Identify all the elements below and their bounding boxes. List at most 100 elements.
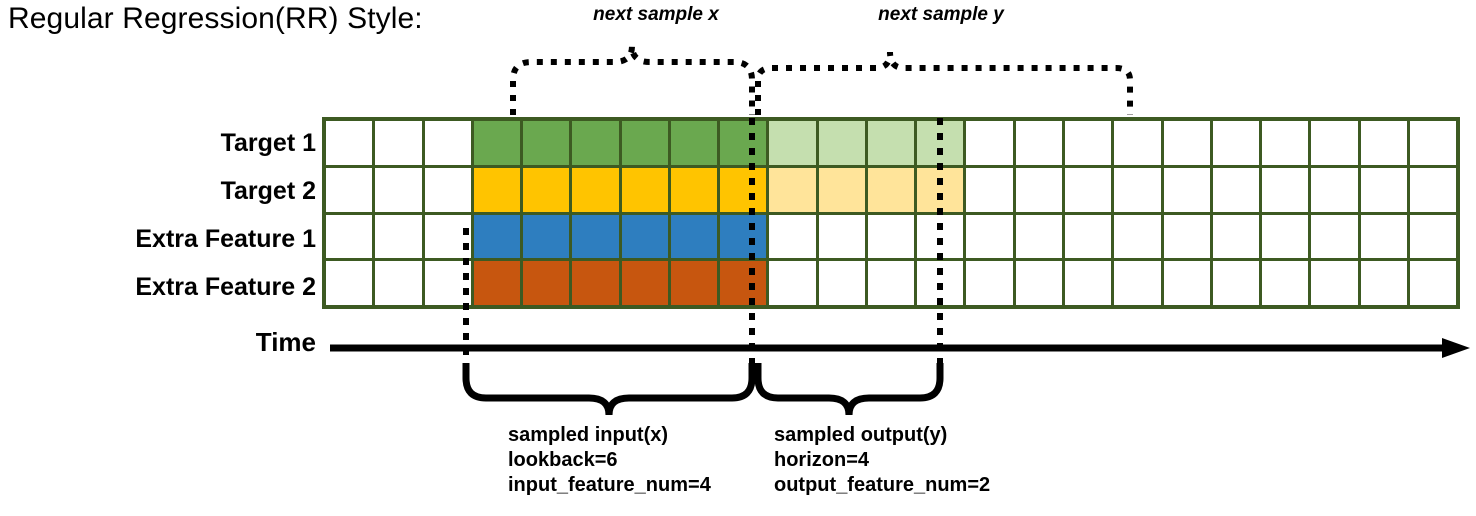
grid-cell-empty	[1015, 261, 1062, 305]
grid-cell-empty	[1015, 167, 1062, 212]
row-label-column: Target 1 Target 2 Extra Feature 1 Extra …	[0, 0, 316, 516]
grid-cell-input	[572, 121, 619, 165]
grid-cell-empty	[1064, 121, 1112, 165]
grid-cell-input	[523, 167, 570, 212]
grid-cell-empty	[424, 214, 471, 259]
grid-cell-input	[621, 121, 668, 165]
grid-cell-empty	[1409, 167, 1457, 212]
grid-cell-empty	[1311, 167, 1358, 212]
grid-cell-input	[670, 261, 718, 305]
page-title: Regular Regression(RR) Style:	[8, 2, 423, 35]
grid-cell-input	[720, 167, 767, 212]
grid-cell-output	[769, 121, 816, 165]
grid-cell-input	[473, 214, 521, 259]
sampled-input-line-2: lookback=6	[508, 449, 618, 471]
grid-cell-input	[473, 121, 521, 165]
grid-cell-empty	[966, 121, 1013, 165]
grid-cell-empty	[1262, 214, 1309, 259]
grid-cell-output	[769, 167, 816, 212]
sampled-input-annotation: sampled input(x) lookback=6 input_featur…	[508, 423, 711, 498]
grid-cell-empty	[966, 214, 1013, 259]
grid-cell-empty	[1064, 261, 1112, 305]
grid-cell-empty	[375, 214, 422, 259]
grid-cell-empty	[1114, 121, 1161, 165]
time-axis-label: Time	[255, 327, 316, 357]
grid-cell-empty	[867, 214, 915, 259]
grid-cell-empty	[966, 261, 1013, 305]
grid-cell-input	[572, 167, 619, 212]
grid-cell-empty	[424, 261, 471, 305]
grid-cell-input	[720, 214, 767, 259]
grid-cell-input	[621, 167, 668, 212]
grid-cell-input	[670, 167, 718, 212]
grid-row	[326, 167, 1457, 212]
grid-cell-empty	[769, 261, 816, 305]
grid-cell-output	[917, 167, 964, 212]
grid-cell-empty	[1409, 261, 1457, 305]
sampled-input-line-1: sampled input(x)	[508, 424, 669, 446]
sampled-output-line-1: sampled output(y)	[774, 424, 948, 446]
timeseries-grid	[322, 117, 1460, 309]
grid-cell-output	[917, 121, 964, 165]
grid-cell-empty	[375, 121, 422, 165]
grid-cell-input	[572, 214, 619, 259]
grid-cell-empty	[1262, 261, 1309, 305]
grid-cell-input	[621, 261, 668, 305]
grid-cell-input	[473, 261, 521, 305]
sampled-output-line-3: output_feature_num=2	[774, 474, 991, 496]
grid-cell-empty	[424, 121, 471, 165]
grid-cell-empty	[867, 261, 915, 305]
grid-cell-empty	[1360, 214, 1407, 259]
grid-cell-output	[867, 167, 915, 212]
grid-cell-empty	[1409, 121, 1457, 165]
grid-cell-empty	[1311, 121, 1358, 165]
grid-cell-empty	[1114, 167, 1161, 212]
grid-cell-output	[818, 121, 865, 165]
grid-cell-empty	[1311, 214, 1358, 259]
sampled-input-line-3: input_feature_num=4	[508, 474, 711, 496]
grid-cell-empty	[1163, 167, 1210, 212]
grid-cell-input	[670, 214, 718, 259]
grid-cell-empty	[769, 214, 816, 259]
grid-cell-input	[720, 121, 767, 165]
grid-cell-empty	[1015, 214, 1062, 259]
grid-cell-empty	[1114, 214, 1161, 259]
row-label-target-1: Target 1	[220, 129, 316, 157]
row-label-target-2: Target 2	[220, 177, 316, 205]
grid-cell-empty	[424, 167, 471, 212]
grid-cell-empty	[375, 167, 422, 212]
grid-cell-empty	[818, 214, 865, 259]
grid-cell-empty	[326, 121, 373, 165]
grid-cell-empty	[1311, 261, 1358, 305]
grid-cell-empty	[326, 214, 373, 259]
grid-cell-output	[867, 121, 915, 165]
grid-cell-empty	[1015, 121, 1062, 165]
sampled-output-annotation: sampled output(y) horizon=4 output_featu…	[774, 423, 990, 498]
grid-row	[326, 121, 1457, 165]
grid-cell-empty	[1064, 167, 1112, 212]
grid-cell-empty	[1360, 261, 1407, 305]
grid-cell-empty	[818, 261, 865, 305]
grid-cell-empty	[1163, 214, 1210, 259]
grid-cell-empty	[326, 261, 373, 305]
grid-cell-empty	[917, 214, 964, 259]
grid-cell-empty	[1064, 214, 1112, 259]
time-axis-arrow	[330, 338, 1470, 358]
grid-cell-empty	[1262, 121, 1309, 165]
grid-cell-input	[572, 261, 619, 305]
grid-row	[326, 261, 1457, 305]
grid-cell-empty	[375, 261, 422, 305]
grid-cell-empty	[1262, 167, 1309, 212]
grid-cell-input	[523, 121, 570, 165]
next-sample-x-label: next sample x	[593, 4, 719, 25]
grid-cell-input	[621, 214, 668, 259]
grid-cell-empty	[1360, 167, 1407, 212]
grid-cell-empty	[966, 167, 1013, 212]
grid-cell-input	[473, 167, 521, 212]
grid-cell-input	[523, 261, 570, 305]
grid-cell-empty	[326, 167, 373, 212]
grid-cell-empty	[1212, 121, 1260, 165]
row-label-extra-feature-2: Extra Feature 2	[135, 273, 316, 301]
grid-cell-empty	[1212, 214, 1260, 259]
